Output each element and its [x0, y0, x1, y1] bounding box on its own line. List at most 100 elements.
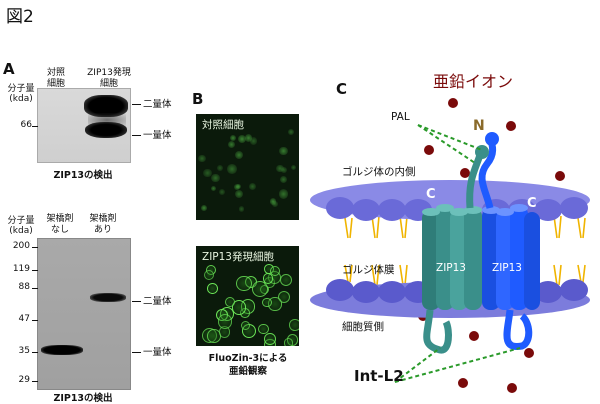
fluorescent-cell [262, 273, 274, 284]
c-terminus-right: C [527, 196, 537, 211]
panel-b-caption: FluoZin-3による 亜鉛観察 [208, 353, 288, 377]
fluorescent-cell [207, 282, 219, 294]
fluorescent-cell [272, 201, 278, 208]
blot2-dimer-label: 二量体 [132, 293, 172, 307]
fluorescent-cell [235, 151, 244, 160]
fluorescent-cell [233, 184, 240, 191]
micrograph-zip13-label: ZIP13発現細胞 [202, 251, 274, 263]
micrograph-control: 対照細胞 [196, 114, 299, 220]
fluorescent-cell [287, 128, 295, 135]
zinc-ion [460, 168, 470, 178]
blot2-marker-35: 35 [18, 346, 30, 356]
fluorescent-cell [238, 135, 247, 144]
panel-c-letter: C [336, 80, 348, 98]
fluorescent-cell [227, 140, 236, 149]
golgi-inner-label: ゴルジ体の内側 [342, 166, 416, 178]
pal-label: PAL [391, 111, 410, 123]
zinc-ions-label-text: 亜鉛イオン [433, 72, 514, 91]
blot1-monomer-label: 一量体 [132, 127, 172, 141]
blot2-tick-88 [32, 288, 38, 289]
zinc-ion [555, 171, 565, 181]
fluorescent-cell [248, 183, 256, 191]
zinc-ion [424, 145, 434, 155]
blot2-dimer-band [90, 293, 126, 302]
blot2-marker-88: 88 [18, 282, 30, 292]
fluorescent-cell [231, 300, 247, 316]
fluorescent-cell [251, 280, 268, 297]
zinc-ions [418, 98, 565, 393]
zip13-blue-protomer [478, 136, 540, 350]
blot1-lane2-label: ZIP13発現 細胞 [87, 68, 131, 89]
fluorescent-cell [264, 332, 276, 345]
zip13-right-label: ZIP13 [492, 262, 522, 274]
zip13-teal-protomer [422, 153, 484, 354]
blot1-mw-label: 分子量 (kda) [7, 84, 35, 104]
zip13-left-label: ZIP13 [436, 262, 466, 274]
fluorescent-cell [211, 173, 220, 183]
fluorescent-cell [276, 164, 284, 173]
fluorescent-cell [279, 146, 288, 156]
fluorescent-cell [200, 205, 207, 211]
blot2-tick-35 [32, 352, 38, 353]
blot2-tick-29 [32, 381, 38, 382]
blot1-dimer-label: 二量体 [132, 96, 172, 110]
blot2-caption: ZIP13の検出 [53, 393, 113, 404]
c-terminus-left: C [426, 187, 436, 202]
micrograph-zip13: ZIP13発現細胞 [196, 246, 299, 346]
micrograph-control-label: 対照細胞 [202, 119, 244, 131]
blot2-tick-200 [32, 247, 38, 248]
blot1-tick [32, 126, 38, 127]
fluorescent-cell [225, 297, 236, 308]
blot2-monomer-label: 一量体 [132, 344, 172, 358]
blot2-marker-200: 200 [12, 241, 30, 251]
fluorescent-cell [229, 134, 237, 142]
blot2-tick-47 [32, 320, 38, 321]
blot2-lane1-label: 架橋剤 なし [46, 214, 74, 235]
blot2-mw-label: 分子量 (kda) [7, 216, 35, 236]
blot1-monomer-band [85, 122, 127, 138]
panel-a-letter: A [3, 60, 15, 78]
intl2-label: Int-L2 [354, 367, 404, 385]
blot2-lane2-label: 架橋剤 あり [89, 214, 117, 235]
pal-pointer-lines [417, 124, 483, 164]
cytoplasm-label: 細胞質側 [342, 321, 384, 333]
fluorescent-cell [269, 266, 280, 277]
golgi-membrane-label: ゴルジ体膜 [342, 264, 395, 276]
fluorescent-cell [236, 276, 252, 292]
fluorescent-cell [218, 188, 226, 196]
blot2-marker-29: 29 [18, 375, 30, 385]
zinc-ions-label: 亜鉛イオン [433, 68, 513, 92]
fluorescent-cell [249, 137, 258, 145]
fluorescent-cell [278, 189, 289, 199]
blot2-marker-47: 47 [18, 314, 30, 324]
blot2-image [37, 238, 131, 390]
blot1-marker-66: 66 [20, 120, 32, 130]
fluorescent-cell [289, 319, 299, 331]
fluorescent-cell [204, 270, 215, 281]
n-terminus-label: N [473, 118, 485, 134]
fluorescent-cell [234, 190, 243, 199]
fluorescent-cell [290, 164, 297, 171]
blot1-image [37, 88, 131, 163]
blue-n-terminus [485, 132, 499, 146]
blot2-marker-119: 119 [12, 264, 30, 274]
figure-title: 図2 [6, 7, 34, 27]
fluorescent-cell [283, 338, 294, 346]
fluorescent-cell [198, 154, 207, 163]
intl2-pointer-lines [394, 347, 521, 383]
zinc-ion [524, 348, 534, 358]
fluorescent-cell [210, 185, 216, 192]
fluorescent-cell [227, 163, 237, 174]
fluorescent-cell [258, 323, 270, 335]
zinc-ion [507, 383, 517, 393]
zinc-ion [458, 378, 468, 388]
blot2-monomer-band [41, 345, 83, 355]
fluorescent-cell [240, 320, 250, 330]
fluorescent-cell [280, 166, 288, 173]
fluorescent-cell [217, 314, 233, 329]
zinc-ion [469, 331, 479, 341]
fluorescent-cell [203, 168, 212, 178]
blot1-caption: ZIP13の検出 [53, 170, 113, 181]
fluorescent-cell [217, 164, 224, 171]
fluorescent-cell [262, 297, 272, 308]
